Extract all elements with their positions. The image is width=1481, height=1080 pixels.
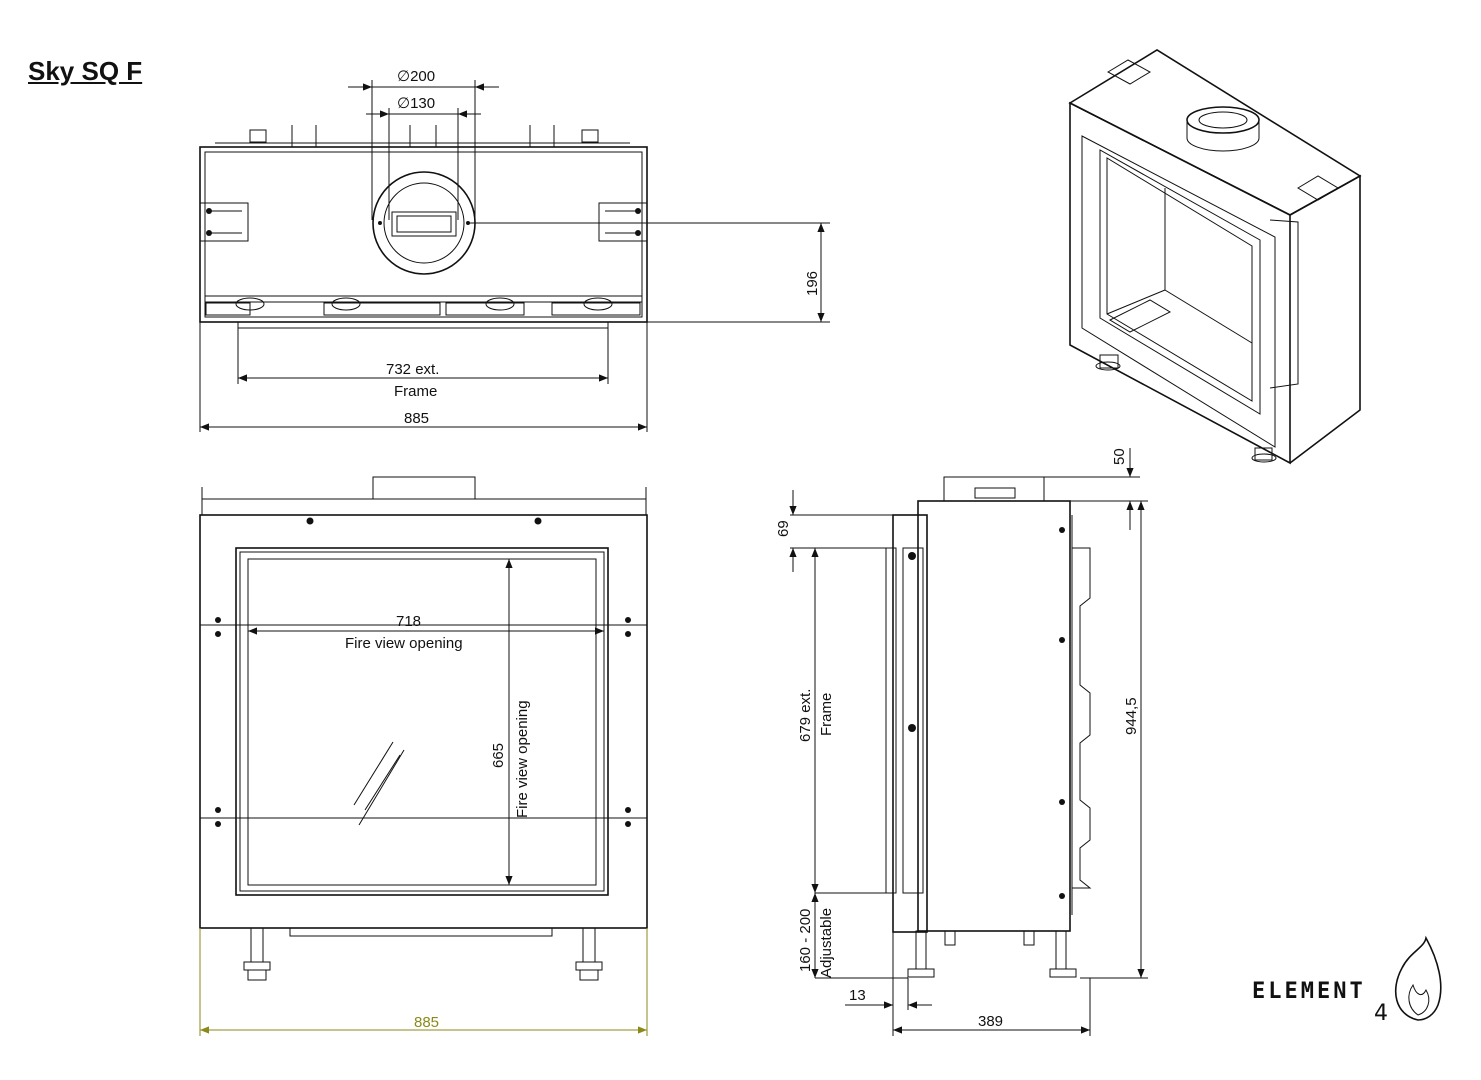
isometric-view [1068, 49, 1362, 465]
dim-frame-label: Frame [394, 383, 437, 400]
dim-flue-depth: 196 [804, 271, 821, 296]
side-view: 50 944,5 69 679 ext. Frame 160 - 200 Adj… [775, 448, 1148, 1036]
dim-top-offset: 69 [775, 520, 792, 537]
top-view: ∅200 ∅130 196 732 ext. Frame 885 [199, 68, 830, 432]
dim-frame-width: 732 ext. [386, 361, 439, 378]
dim-side-depth: 389 [978, 1013, 1003, 1030]
flame-icon [1394, 935, 1442, 1021]
dim-opening-height-label: Fire view opening [514, 700, 531, 818]
dim-total-width-top: 885 [404, 410, 429, 427]
dim-leg-range: 160 - 200 [797, 909, 814, 972]
logo-text: ELEMENT [1252, 979, 1366, 1004]
dim-total-width-front: 885 [414, 1014, 439, 1031]
dim-frame-height-label: Frame [818, 693, 835, 736]
dim-opening-width: 718 [396, 613, 421, 630]
front-view: 718 Fire view opening 665 Fire view open… [199, 476, 648, 1036]
dim-flue-inner: ∅130 [397, 95, 435, 112]
logo-number: 4 [1374, 1001, 1388, 1026]
dim-leg-offset: 13 [849, 987, 866, 1004]
dim-opening-width-label: Fire view opening [345, 635, 463, 652]
dim-total-height: 944,5 [1123, 697, 1140, 735]
dim-frame-height: 679 ext. [797, 689, 814, 742]
dim-opening-height: 665 [490, 743, 507, 768]
dim-leg-label: Adjustable [818, 908, 835, 978]
page-title: Sky SQ F [28, 56, 143, 86]
dim-flue-outer: ∅200 [397, 68, 435, 85]
dim-flue-height: 50 [1111, 448, 1128, 465]
element4-logo: ELEMENT 4 [1252, 935, 1442, 1026]
